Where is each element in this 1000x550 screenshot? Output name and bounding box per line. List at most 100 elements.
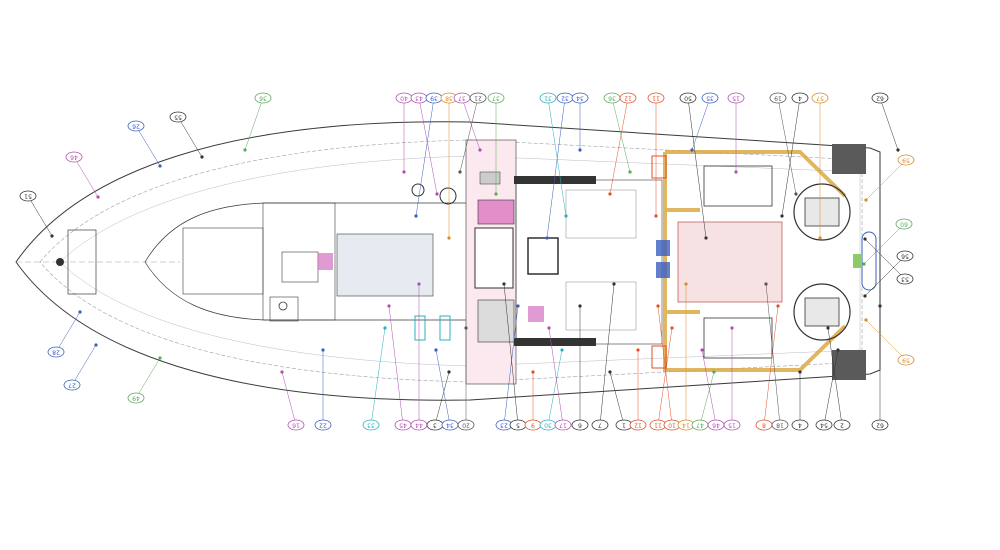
- bottom-callout-28: 62: [871, 304, 889, 431]
- leader-dot: [863, 294, 867, 298]
- callout-bubble: [65, 151, 83, 163]
- callout-label: 46: [70, 154, 78, 161]
- callout-label: 45: [399, 422, 407, 429]
- callout-label: 51: [24, 193, 32, 200]
- callout-label: 12: [634, 422, 642, 429]
- toilet-icon: [278, 301, 288, 311]
- side-callout-4: 28: [47, 310, 82, 358]
- top-callout-17: 19: [769, 92, 798, 196]
- callout-bubble: [629, 419, 647, 431]
- leader-dot: [636, 348, 640, 352]
- side-callout-2: 46: [65, 151, 100, 199]
- callout-bubble: [254, 92, 272, 104]
- side-callout-10: 53: [863, 237, 914, 285]
- callout-bubble: [571, 92, 589, 104]
- callout-bubble: [897, 154, 915, 166]
- leader-line: [547, 349, 563, 426]
- callout-label: 27: [68, 382, 76, 389]
- callout-bubble: [469, 92, 487, 104]
- callout-bubble: [701, 92, 719, 104]
- teal-fit-2: [439, 315, 451, 341]
- leader-line: [73, 156, 99, 198]
- callout-bubble: [47, 346, 65, 358]
- leader-line: [503, 283, 519, 426]
- engine-port: [804, 197, 840, 227]
- callout-label: 4: [798, 422, 802, 429]
- callout-label: 5: [516, 422, 520, 429]
- leader-dot: [417, 282, 421, 286]
- side-callout-8: 60: [862, 218, 913, 266]
- leader-dot: [200, 155, 204, 159]
- leader-line: [781, 97, 801, 217]
- helm-seat-top: [477, 199, 515, 225]
- callout-bubble: [619, 92, 637, 104]
- callout-label: 46: [712, 422, 720, 429]
- callout-bubble: [487, 92, 505, 104]
- top-callout-4: 38: [440, 92, 458, 240]
- leader-dot: [447, 236, 451, 240]
- leader-dot: [818, 236, 822, 240]
- wheel-top: [439, 187, 457, 205]
- engine-stbd: [804, 297, 840, 327]
- leader-dot: [458, 170, 462, 174]
- transom-top-block: [832, 144, 866, 174]
- leader-line: [865, 159, 907, 201]
- leader-dot: [502, 282, 506, 286]
- aft-locker-bottom: [703, 317, 773, 359]
- callout-label: 59: [902, 157, 910, 164]
- leader-line: [177, 116, 203, 158]
- callout-bubble: [127, 392, 145, 404]
- callout-label: 14: [682, 422, 690, 429]
- leader-dot: [578, 304, 582, 308]
- transom-door: [861, 231, 877, 291]
- leader-line: [879, 97, 899, 151]
- callout-label: 32: [561, 95, 569, 102]
- leader-dot: [531, 370, 535, 374]
- callout-label: 18: [776, 422, 784, 429]
- callout-label: 2: [840, 422, 844, 429]
- leader-line: [765, 283, 781, 426]
- leader-line: [388, 305, 404, 426]
- cockpit-bench-top: [514, 176, 596, 184]
- hull-outline: [15, 121, 881, 401]
- leader-line: [435, 349, 451, 426]
- leader-line: [864, 255, 906, 297]
- callout-bubble: [791, 419, 809, 431]
- leader-line: [461, 97, 481, 151]
- callout-label: 53: [901, 276, 909, 283]
- leader-dot: [878, 304, 882, 308]
- side-callout-5: 27: [63, 343, 98, 391]
- callout-label: 62: [876, 422, 884, 429]
- transom-green: [853, 254, 861, 268]
- callout-label: 16: [292, 422, 300, 429]
- leader-dot: [383, 326, 387, 330]
- wheel-small: [411, 183, 425, 197]
- leader-line: [546, 97, 566, 239]
- leader-dot: [478, 148, 482, 152]
- bottom-callout-7: 20: [457, 326, 475, 431]
- callout-label: 1: [622, 422, 626, 429]
- top-callout-16: 15: [727, 92, 745, 174]
- top-callout-8: 31: [539, 92, 568, 218]
- callout-label: 57: [816, 95, 824, 102]
- callout-bubble: [287, 419, 305, 431]
- leader-line: [687, 97, 707, 239]
- sink-unit: [281, 251, 319, 283]
- aft-locker-top: [703, 165, 773, 207]
- leader-dot: [402, 170, 406, 174]
- callout-bubble: [362, 419, 380, 431]
- top-callout-6: 21: [458, 92, 487, 174]
- leader-line: [418, 97, 438, 195]
- callout-bubble: [815, 419, 833, 431]
- leader-dot: [547, 326, 551, 330]
- callout-label: 60: [900, 221, 908, 228]
- bottom-callout-22: 15: [723, 326, 741, 431]
- callout-bubble: [647, 92, 665, 104]
- leader-line: [434, 371, 450, 426]
- side-callout-6: 49: [127, 356, 162, 404]
- callout-label: 36: [608, 95, 616, 102]
- callout-label: 19: [774, 95, 782, 102]
- bottom-callout-24: 18: [764, 282, 789, 431]
- leader-dot: [560, 348, 564, 352]
